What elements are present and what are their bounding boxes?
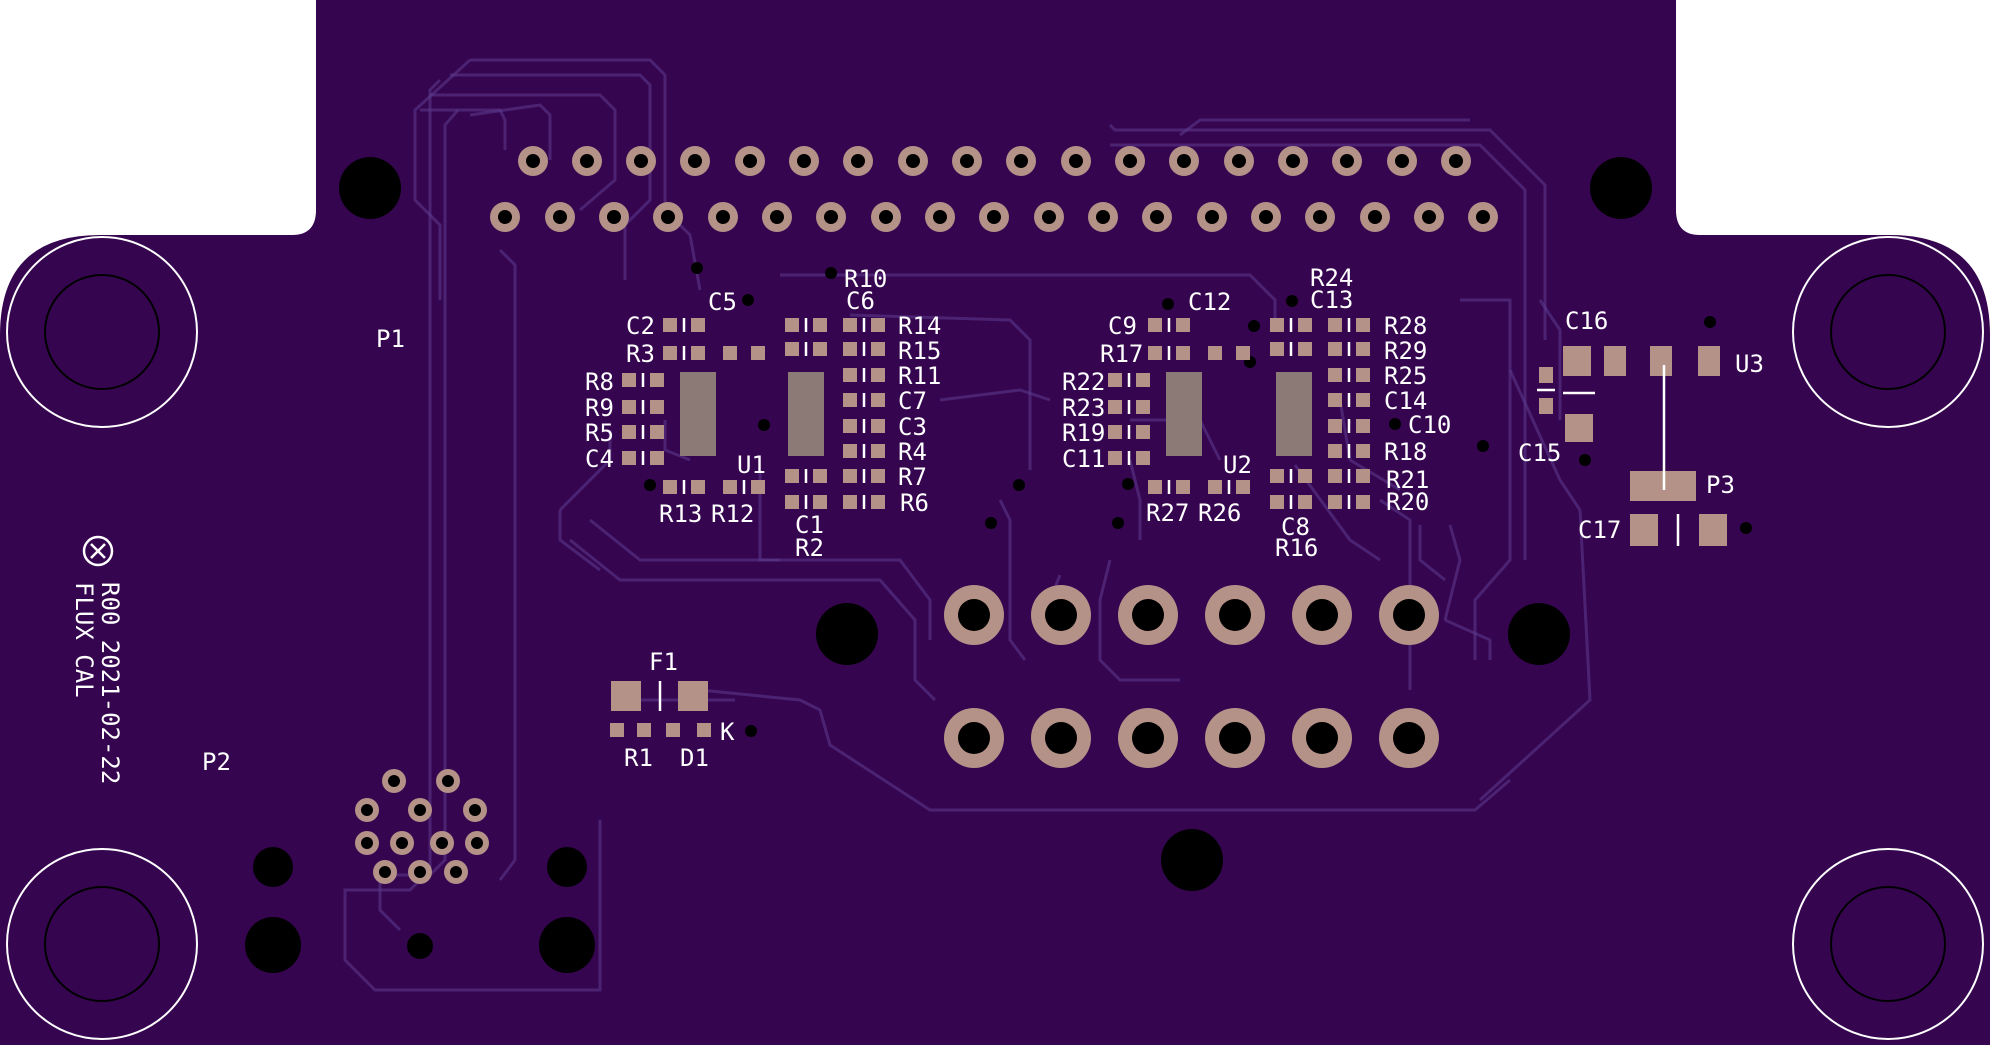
label-p1: P1 bbox=[376, 325, 405, 353]
label-c1: C1 bbox=[795, 511, 824, 539]
label-c5: C5 bbox=[708, 288, 737, 316]
label-r6: R6 bbox=[900, 489, 929, 517]
mounting-hole-inner bbox=[1830, 886, 1946, 1002]
label-c13: C13 bbox=[1310, 286, 1353, 314]
protection-labels: F1 K R1 D1 bbox=[624, 648, 735, 772]
label-c16: C16 bbox=[1565, 307, 1608, 335]
label-r27: R27 bbox=[1146, 499, 1189, 527]
label-r17: R17 bbox=[1100, 340, 1143, 368]
mounting-hole bbox=[1792, 236, 1984, 428]
protection-pads bbox=[610, 681, 711, 737]
label-f1: F1 bbox=[649, 648, 678, 676]
label-r3: R3 bbox=[626, 340, 655, 368]
vias bbox=[644, 262, 1752, 737]
header-row-top bbox=[518, 146, 1471, 176]
label-c3: C3 bbox=[898, 413, 927, 441]
mounting-hole-inner bbox=[1830, 274, 1946, 390]
power-connector-pins bbox=[944, 585, 1439, 768]
label-r28: R28 bbox=[1384, 312, 1427, 340]
label-r4: R4 bbox=[898, 438, 927, 466]
label-r26: R26 bbox=[1198, 499, 1241, 527]
label-r11: R11 bbox=[898, 362, 941, 390]
label-c11: C11 bbox=[1062, 445, 1105, 473]
mounting-hole bbox=[6, 848, 198, 1040]
regulator-labels: C16 U3 C15 P3 C17 bbox=[1518, 307, 1764, 544]
label-r24: R24 bbox=[1310, 264, 1353, 292]
group1-labels: C2 C5 R10 C6 R14 R3 R15 R8 R11 R9 C7 R5 … bbox=[585, 265, 941, 562]
label-c15: C15 bbox=[1518, 439, 1561, 467]
label-u1: U1 bbox=[737, 451, 766, 479]
label-u3: U3 bbox=[1735, 350, 1764, 378]
label-c10: C10 bbox=[1408, 411, 1451, 439]
label-p3: P3 bbox=[1706, 471, 1735, 499]
label-r8: R8 bbox=[585, 368, 614, 396]
label-c7: C7 bbox=[898, 387, 927, 415]
label-r19: R19 bbox=[1062, 419, 1105, 447]
label-r7: R7 bbox=[898, 463, 927, 491]
group2-pads bbox=[1108, 318, 1370, 509]
label-r23: R23 bbox=[1062, 394, 1105, 422]
mounting-hole bbox=[1792, 848, 1984, 1040]
label-c6: C6 bbox=[846, 287, 875, 315]
mounting-hole-inner bbox=[44, 274, 160, 390]
label-c2: C2 bbox=[626, 312, 655, 340]
label-c4: C4 bbox=[585, 445, 614, 473]
flux-logo-icon bbox=[82, 535, 114, 567]
board-identity: FLUX CAL R00 2021-02-22 bbox=[70, 582, 124, 784]
label-r13: R13 bbox=[659, 500, 702, 528]
mounting-hole bbox=[6, 236, 198, 428]
label-r21: R21 bbox=[1386, 466, 1429, 494]
label-p2: P2 bbox=[202, 748, 231, 776]
mounting-holes bbox=[6, 236, 1984, 1040]
group1-pads bbox=[622, 318, 885, 509]
header-p1-pins bbox=[490, 146, 1498, 232]
label-r18: R18 bbox=[1384, 438, 1427, 466]
label-r14: R14 bbox=[898, 312, 941, 340]
label-r2: R2 bbox=[795, 534, 824, 562]
regulator-pads bbox=[1537, 346, 1727, 546]
label-r22: R22 bbox=[1062, 368, 1105, 396]
connector-p2-pins bbox=[355, 769, 489, 884]
board-title: FLUX CAL bbox=[70, 582, 98, 698]
label-r9: R9 bbox=[585, 394, 614, 422]
label-c12: C12 bbox=[1188, 288, 1231, 316]
label-r29: R29 bbox=[1384, 337, 1427, 365]
board-revision: R00 2021-02-22 bbox=[96, 582, 124, 784]
label-c9: C9 bbox=[1108, 312, 1137, 340]
label-k: K bbox=[720, 718, 735, 746]
label-r20: R20 bbox=[1386, 488, 1429, 516]
label-u2: U2 bbox=[1223, 451, 1252, 479]
label-r15: R15 bbox=[898, 337, 941, 365]
header-row-bottom bbox=[490, 202, 1498, 232]
group2-labels: C9 C12 R24 C13 R28 R17 R29 R22 R25 R23 C… bbox=[1062, 264, 1451, 562]
label-r12: R12 bbox=[711, 500, 754, 528]
label-r16: R16 bbox=[1275, 534, 1318, 562]
label-r25: R25 bbox=[1384, 362, 1427, 390]
label-d1: D1 bbox=[680, 744, 709, 772]
label-c8: C8 bbox=[1281, 513, 1310, 541]
label-r5: R5 bbox=[585, 419, 614, 447]
drill-holes bbox=[245, 157, 1652, 973]
label-r1: R1 bbox=[624, 744, 653, 772]
mounting-hole-inner bbox=[44, 886, 160, 1002]
copper-traces bbox=[343, 58, 1592, 992]
label-c17: C17 bbox=[1578, 516, 1621, 544]
label-r10: R10 bbox=[844, 265, 887, 293]
label-c14: C14 bbox=[1384, 387, 1427, 415]
